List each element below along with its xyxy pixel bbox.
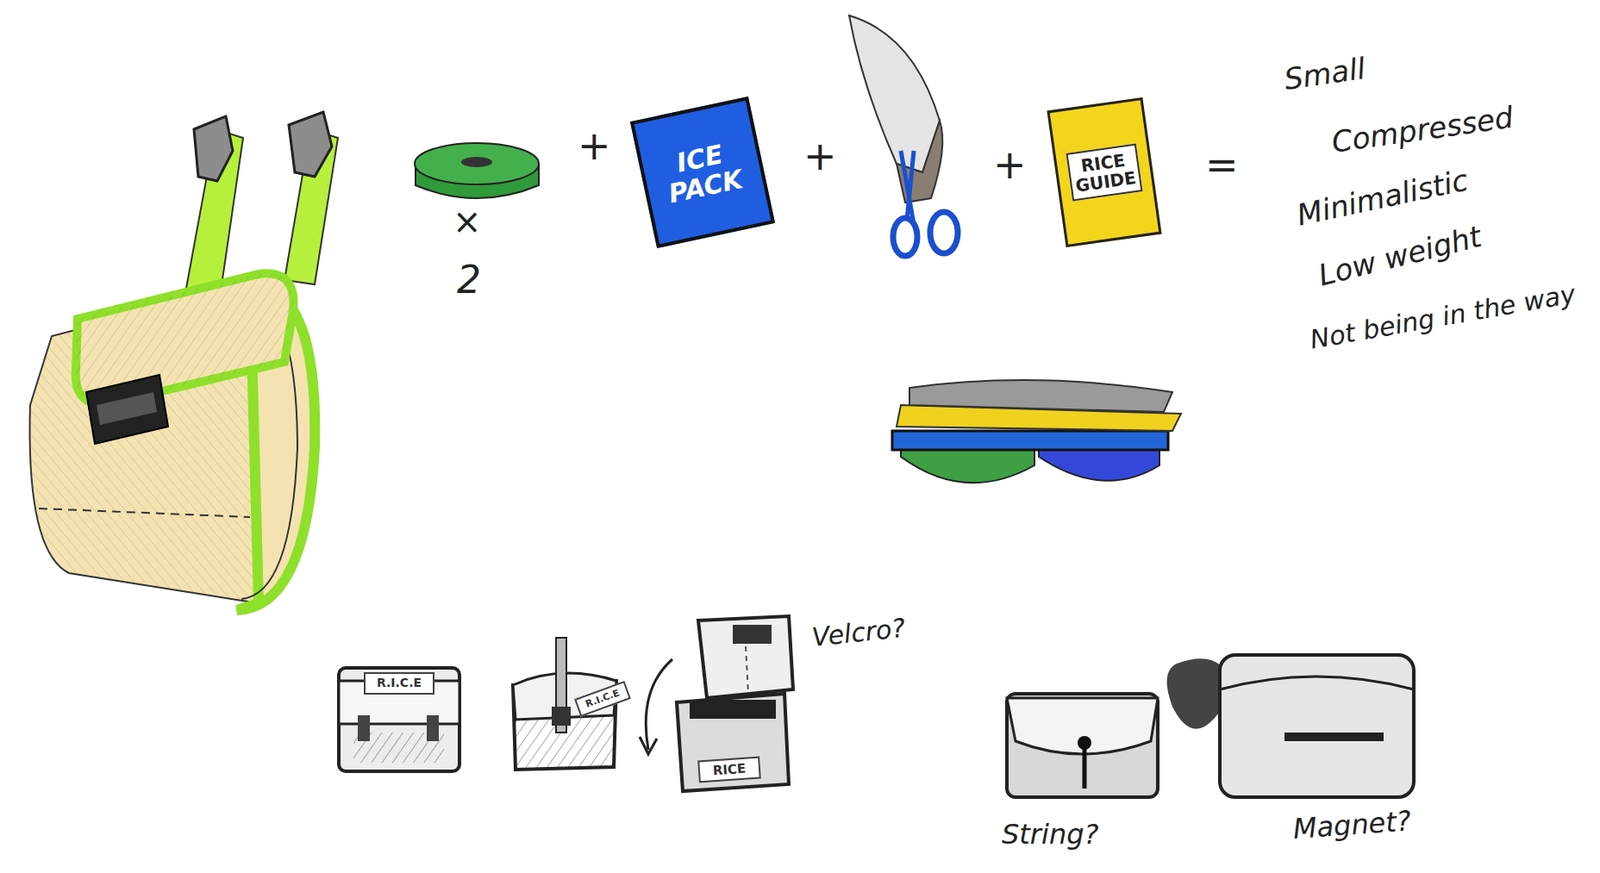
multiplier-sign: × <box>452 201 482 242</box>
node-text: R.I.C.E <box>376 676 422 690</box>
requirement-note: Minimalistic <box>1293 162 1472 232</box>
closure-note: String? <box>1001 818 1099 851</box>
bag-concept-magnet <box>1167 655 1414 798</box>
bag-label: RICE <box>697 756 762 784</box>
bag-concept-flap <box>338 668 460 772</box>
bag-label: R.I.C.E <box>363 672 435 695</box>
plus-sign: + <box>803 132 838 180</box>
bag-concept-open <box>639 616 794 792</box>
bag-concept-string <box>1006 693 1158 798</box>
ice-pack: ICE PACK <box>630 96 775 249</box>
pouch-sketch <box>30 112 338 611</box>
rice-guide-book: RICE GUIDE <box>1046 97 1162 248</box>
node-text: RICE <box>712 761 746 778</box>
quantity-number: 2 <box>456 257 482 302</box>
requirement-note: Compressed <box>1329 99 1516 159</box>
requirement-note: Small <box>1281 50 1368 97</box>
node-text: RICE GUIDE <box>1066 143 1144 202</box>
plus-sign: + <box>993 141 1027 188</box>
node-text: ICE PACK <box>650 134 755 210</box>
closure-note: Magnet? <box>1292 804 1413 845</box>
closure-note: Velcro? <box>810 612 907 653</box>
stacked-contents <box>892 380 1182 483</box>
knife-scissors <box>849 15 958 257</box>
tape-roll <box>414 143 539 199</box>
requirement-note: Low weight <box>1314 218 1485 293</box>
requirement-note: Not being in the way <box>1307 278 1578 356</box>
plus-sign: + <box>577 122 612 169</box>
equals-sign: = <box>1205 141 1239 188</box>
